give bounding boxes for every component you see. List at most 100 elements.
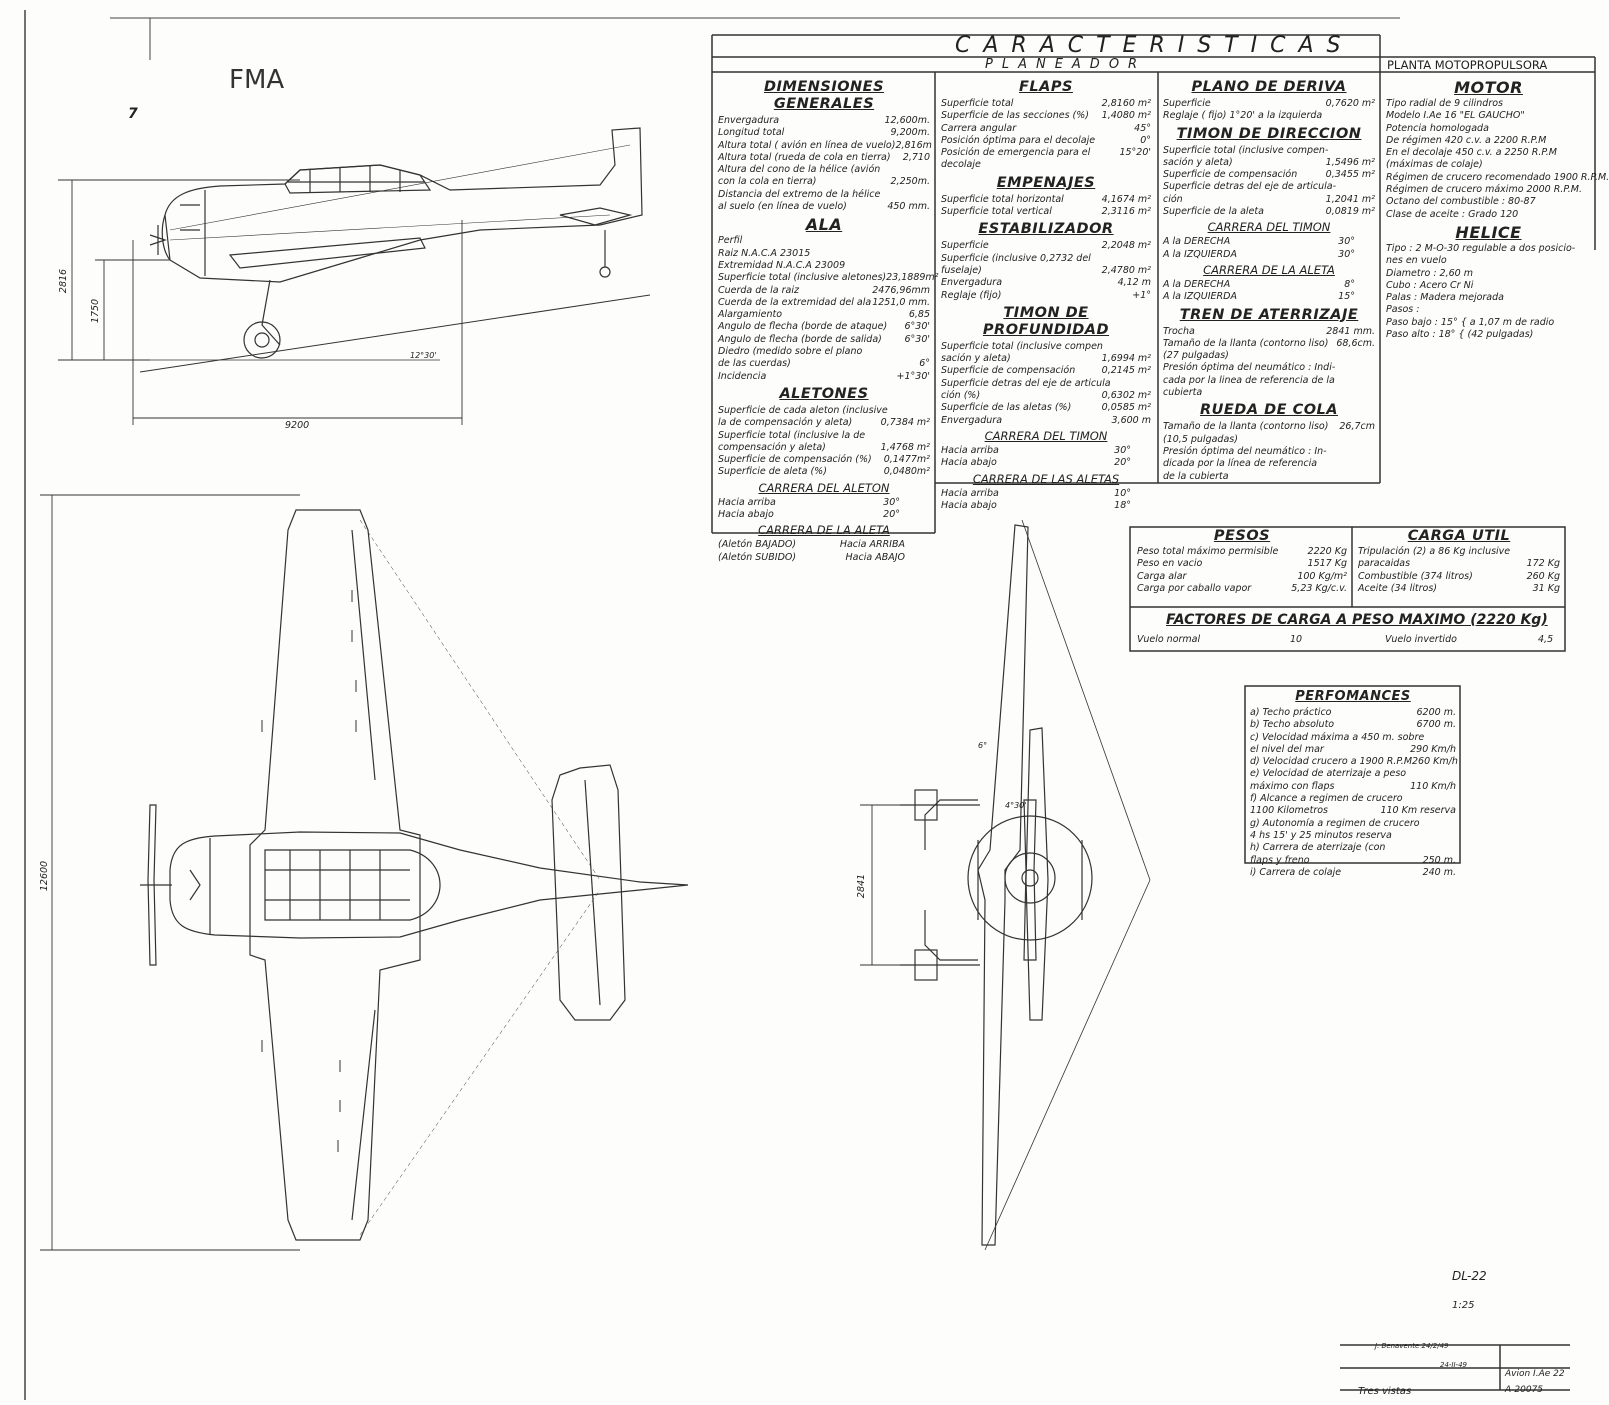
spec-line: Paso alto : 18° { (42 pulgadas) [1386, 329, 1534, 341]
spec-line: (máximas de colaje) [1386, 159, 1483, 171]
spec-value: 6° [919, 358, 930, 370]
spec-value: 0,0480m² [883, 466, 930, 478]
spec-value: 1251,0 mm. [872, 296, 930, 308]
spec-row: al suelo (en línea de vuelo)450 mm. [718, 201, 930, 213]
spec-label: compensación y aleta) [718, 441, 826, 453]
spec-label: Angulo de flecha (borde de salida) [718, 333, 882, 345]
spec-line: Régimen de crucero recomendado 1900 R.P.… [1386, 171, 1609, 183]
dim-track: 2841 [856, 873, 868, 899]
profundidad-aletas-title: CARRERA DE LAS ALETAS [972, 471, 1120, 486]
spec-value: 110 Km reserva [1380, 805, 1456, 817]
spec-label: Posición de emergencia para el [941, 147, 1091, 159]
spec-label: (10,5 pulgadas) [1163, 433, 1238, 445]
spec-label: la de compensación y aleta) [718, 417, 853, 429]
spec-row: Angulo de flecha (borde de ataque)6°30' [718, 321, 930, 333]
spec-label: Superficie total horizontal [941, 193, 1064, 205]
spec-value: 68,6cm. [1336, 337, 1375, 349]
spec-label: Peso en vacio [1137, 558, 1203, 570]
spec-label: Tripulación (2) a 86 Kg inclusive [1358, 546, 1511, 557]
pesos-title: PESOS [1213, 528, 1271, 544]
spec-label: ción [1163, 193, 1183, 205]
spec-label: dicada por la línea de referencia [1163, 458, 1318, 470]
spec-line: Pasos : [1386, 304, 1420, 316]
spec-label: a) Techo práctico [1250, 707, 1332, 718]
spec-row: Superficie total (inclusive la de [718, 430, 930, 442]
characteristics-title: CARACTERISTICAS [955, 33, 1354, 58]
spec-value: 2,2048 m² [1101, 240, 1151, 252]
spec-value: 30° [1338, 236, 1355, 248]
spec-label: A la IZQUIERDA [1163, 248, 1237, 260]
spec-row: Hacia arriba 10° [941, 488, 1131, 500]
spec-value: 0,0819 m² [1325, 206, 1375, 218]
spec-value: 10° [1114, 487, 1131, 499]
spec-value: 2,710 [902, 151, 930, 163]
spec-row: Presión óptima del neumático : Indi- [1163, 362, 1375, 374]
spec-label: Superficie de cada aleton (inclusive [718, 404, 888, 416]
spec-value: 450 mm. [887, 201, 930, 213]
factores-normal-label: Vuelo normal [1137, 634, 1201, 645]
spec-label: ción (%) [941, 390, 981, 402]
spec-label: Presión óptima del neumático : Indi- [1163, 362, 1336, 374]
spec-label: sación y aleta) [1163, 156, 1233, 168]
spec-row: a) Techo práctico 6200 m. [1250, 707, 1456, 719]
spec-label: Superficie de compensación [941, 365, 1076, 377]
spec-row: Altura total ( avión en línea de vuelo)2… [718, 140, 932, 152]
spec-value: 1,4080 m² [1101, 110, 1151, 122]
spec-value: 26,7cm [1339, 421, 1375, 433]
spec-value: 18° [1114, 499, 1131, 511]
spec-value: 2,4780 m² [1101, 264, 1151, 276]
spec-label: i) Carrera de colaje [1250, 866, 1342, 878]
spec-value: 0,3455 m² [1325, 169, 1375, 181]
spec-label: Hacia arriba [941, 487, 999, 499]
direccion-aleta-title: CARRERA DE LA ALETA [1203, 262, 1335, 277]
spec-label: Combustible (374 litros) [1358, 570, 1473, 582]
spec-value: 2,3116 m² [1101, 206, 1151, 218]
spec-label: Carga alar [1137, 570, 1187, 582]
avion-label: Avion I.Ae 22 [1505, 1369, 1565, 1379]
spec-label: cubierta [1163, 387, 1203, 399]
spec-value: 2841 mm. [1326, 325, 1375, 337]
spec-label: Reglaje ( fijo) 1°20' a la izquierda [1163, 110, 1323, 122]
performance-title: PERFOMANCES [1295, 689, 1411, 704]
spec-label: Envergadura [718, 115, 780, 126]
spec-row: cada por la linea de referencia de la [1163, 375, 1375, 387]
spec-row: de la cubierta [1163, 471, 1375, 483]
spec-label: Hacia abajo [718, 509, 774, 521]
spec-value: 0,7620 m² [1325, 98, 1375, 109]
spec-label: Envergadura [941, 414, 1003, 426]
tren-title: TREN DE ATERRIZAJE [1179, 306, 1359, 323]
spec-value: 6°30' [904, 321, 931, 333]
spec-label: Trocha [1163, 325, 1195, 337]
spec-label: el nivel del mar [1250, 743, 1324, 755]
spec-value: 6200 m. [1416, 707, 1456, 718]
spec-row: Superficie detras del eje de articula [941, 378, 1151, 390]
spec-label: Cuerda de la raiz [718, 284, 800, 296]
drawing-scale: 1:25 [1452, 1300, 1475, 1311]
front-view [900, 519, 1151, 1251]
spec-row: f) Alcance a regimen de crucero [1250, 793, 1456, 805]
spec-label: h) Carrera de aterrizaje (con [1250, 842, 1386, 854]
spec-row: Raiz N.A.C.A 23015 [718, 248, 930, 260]
spec-line: Modelo I.Ae 16 "EL GAUCHO" [1386, 110, 1525, 122]
spec-value: 6,85 [908, 309, 930, 321]
spec-label: Tamaño de la llanta (contorno liso) [1163, 421, 1329, 433]
spec-label: (Aletón BAJADO) [718, 539, 797, 551]
signature-1: J. Benavente 24/2/49 [1375, 1342, 1449, 1350]
spec-row: Superficie de las aletas (%)0,0585 m² [941, 402, 1151, 414]
specs-table-frame [711, 34, 1596, 1391]
